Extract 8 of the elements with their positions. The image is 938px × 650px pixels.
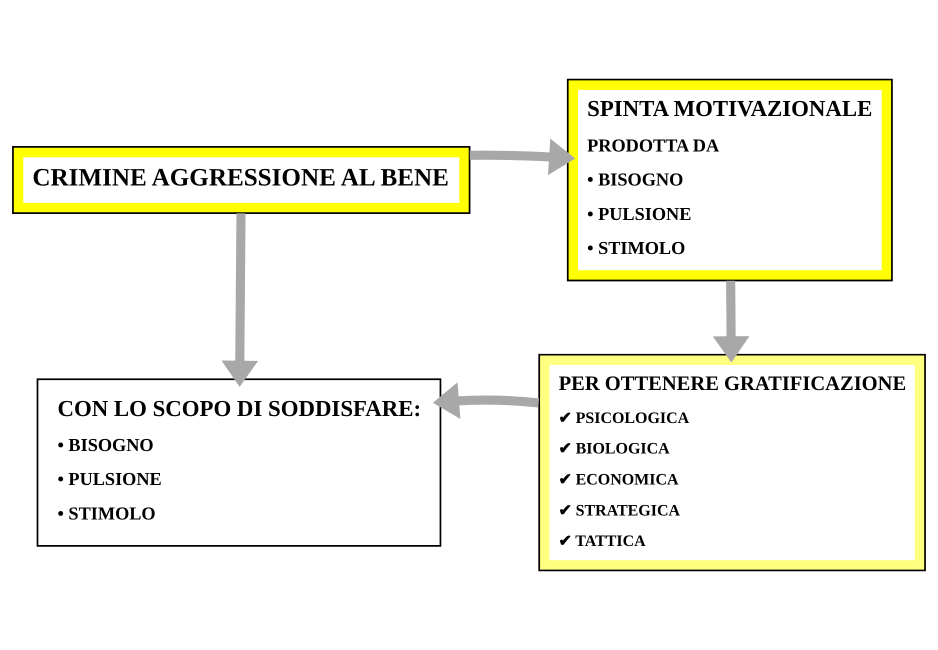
node-box: CRIMINE AGGRESSIONE AL BENE (12, 146, 470, 214)
arrow (470, 138, 576, 176)
arrow (221, 213, 258, 387)
node-box: PER OTTENERE GRATIFICAZIONE ✔ PSICOLOGICA ✔ BIOLOGICA ✔ ECONOMICA ✔ STRATEGICA ✔ TATTICA (538, 354, 926, 572)
arrow (432, 382, 540, 419)
node-box: CON LO SCOPO DI SODDISFARE: • BISOGNO • PULSIONE • STIMOLO (36, 378, 442, 547)
arrow (712, 280, 750, 362)
node-box: SPINTA MOTIVAZIONALE PRODOTTA DA • BISOGNO • PULSIONE • STIMOLO (566, 78, 893, 282)
